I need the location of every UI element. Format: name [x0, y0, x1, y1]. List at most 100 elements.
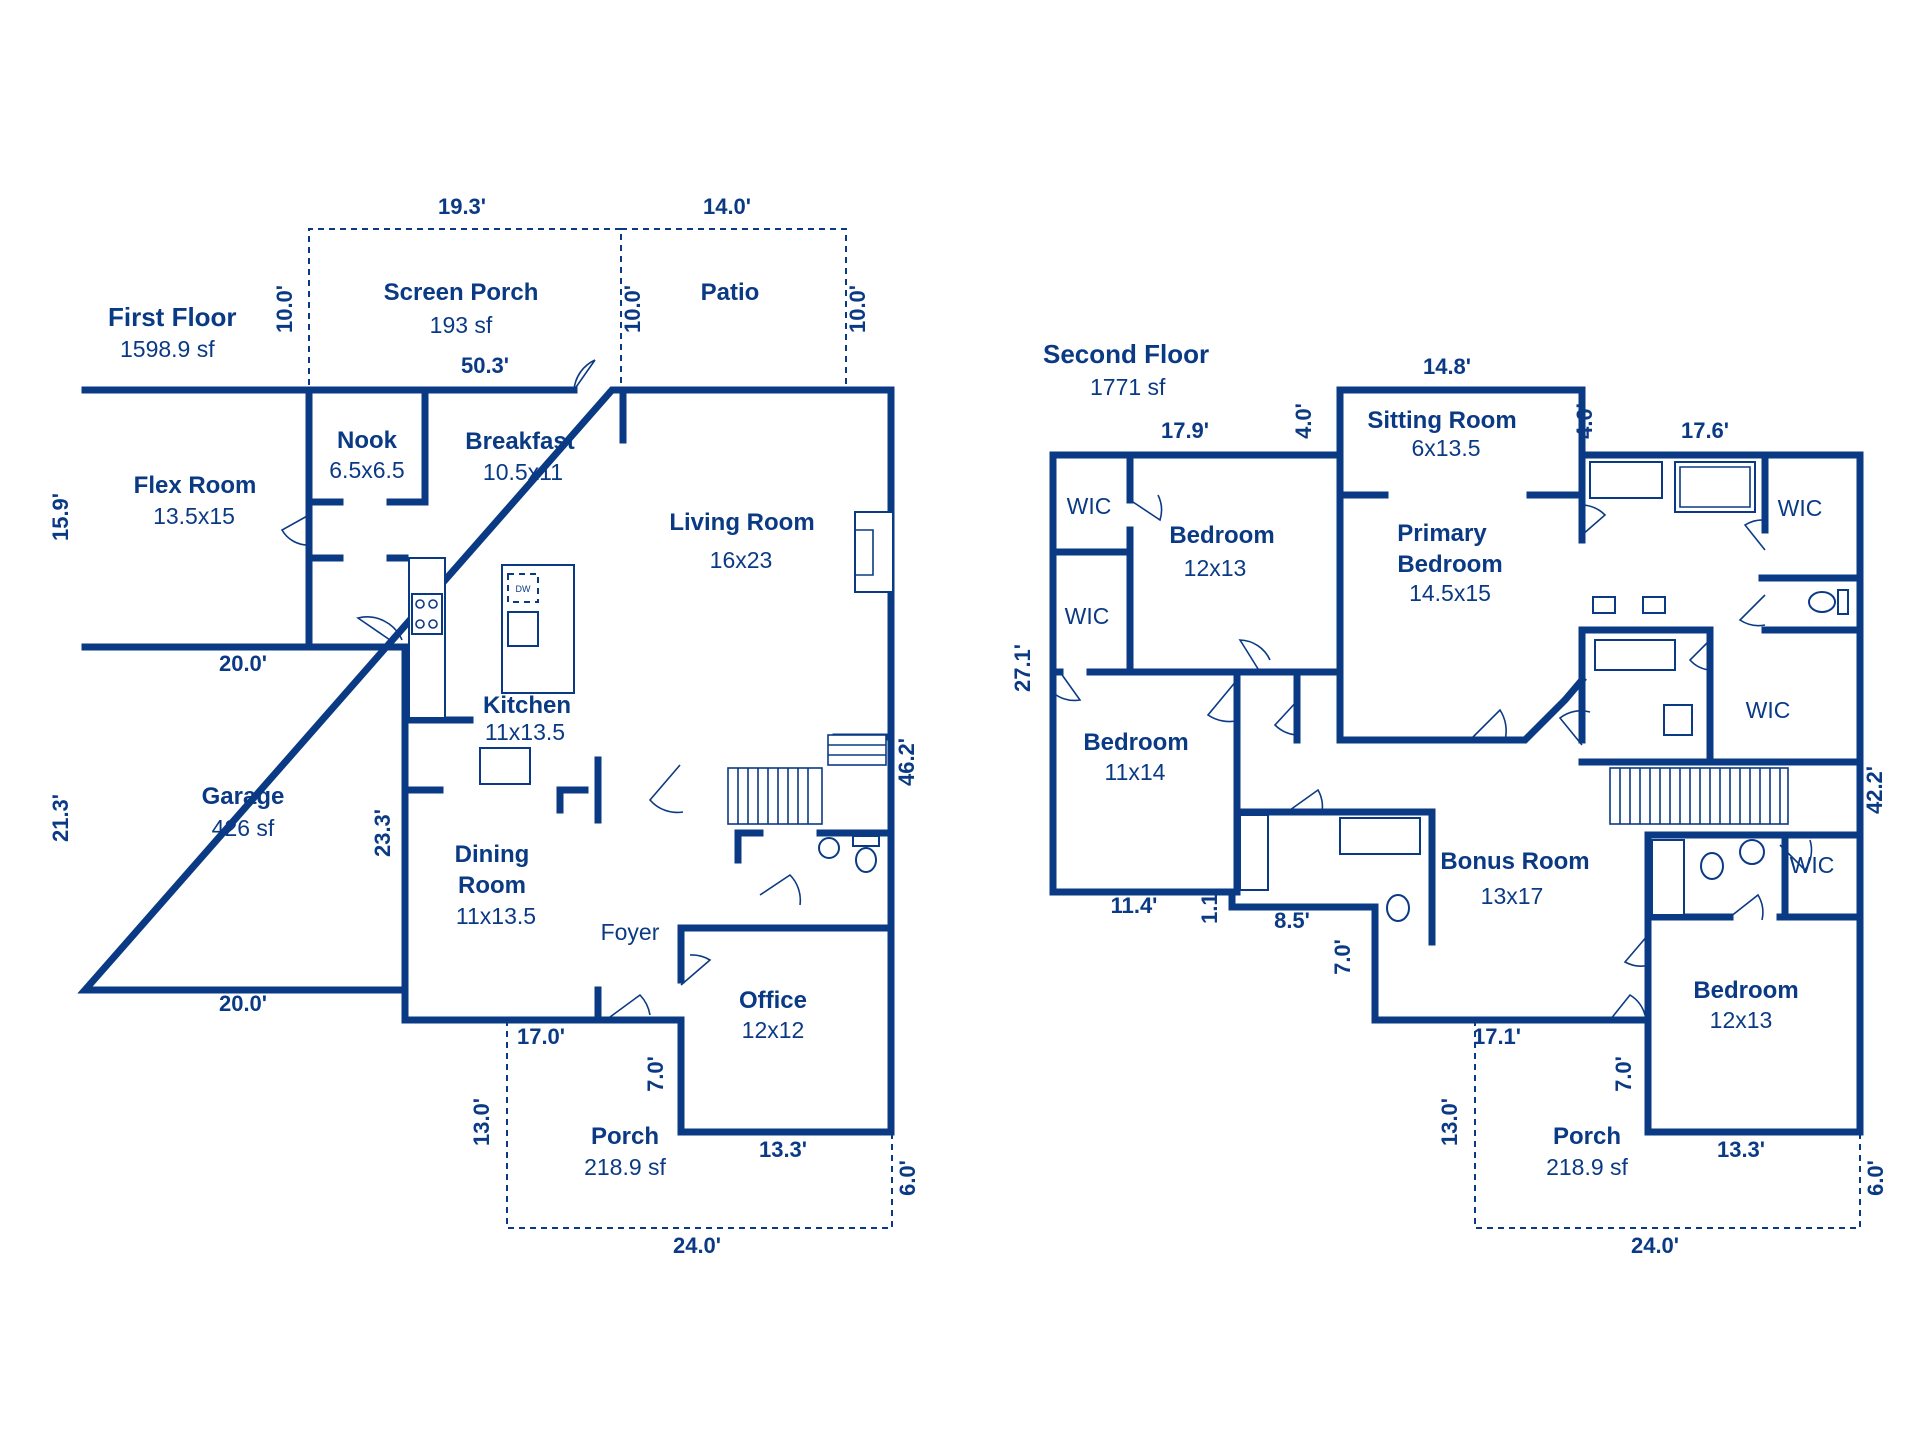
dim: 7.0': [643, 1056, 668, 1092]
room-patio: Patio: [701, 279, 760, 306]
shower: [1674, 461, 1756, 513]
hall-vanity: [1239, 814, 1269, 891]
dim: 17.1': [1473, 1024, 1521, 1049]
dim: 8.5': [1274, 908, 1310, 933]
dishwasher: [507, 573, 539, 603]
door-swing: [1238, 639, 1271, 673]
dim: 10.0': [272, 285, 297, 333]
burner: [415, 599, 425, 609]
bathtub-3: [1651, 839, 1685, 916]
dim: 6.0': [1863, 1160, 1888, 1196]
door-swing: [1623, 934, 1651, 967]
burner: [428, 599, 438, 609]
dim: 13.3': [759, 1137, 807, 1162]
interior-walls-first: [81, 386, 895, 1024]
room-bonus-size: 13x17: [1481, 883, 1544, 909]
dim: 27.1': [1010, 644, 1035, 692]
room-porch-2-size: 218.9 sf: [1546, 1154, 1628, 1180]
door-swing: [1688, 639, 1713, 671]
dim: 24.0': [1631, 1233, 1679, 1258]
screen-porch-outline: [308, 228, 622, 385]
door-swing: [1206, 679, 1241, 723]
door-swing: [1738, 594, 1766, 627]
floor-title: First Floor: [108, 302, 237, 332]
door-swing: [1581, 504, 1607, 536]
toilet-tank: [852, 835, 880, 847]
toilet-icon: [855, 847, 877, 873]
dim: 20.0': [219, 991, 267, 1016]
sink-icon: [1739, 839, 1765, 865]
room-dining-size: 11x13.5: [456, 903, 536, 929]
dim: 21.3': [48, 794, 73, 842]
dim: 14.0': [703, 194, 751, 219]
shower-tray: [1679, 466, 1751, 508]
room-primary-size: 14.5x15: [1409, 580, 1491, 606]
dim: 23.3': [370, 809, 395, 857]
room-wic: WIC: [1067, 493, 1112, 519]
room-flex: Flex Room: [134, 472, 257, 499]
room-bonus: Bonus Room: [1440, 848, 1589, 875]
room-office: Office: [739, 987, 807, 1014]
room-primary: Primary: [1397, 520, 1487, 547]
stairs-second: [1609, 767, 1789, 825]
dim: 1.1': [1197, 888, 1222, 924]
door-swing: [573, 359, 596, 391]
door-swing: [1273, 699, 1301, 736]
room-wic: WIC: [1790, 852, 1835, 878]
door-swing: [1469, 708, 1507, 741]
room-flex-size: 13.5x15: [153, 503, 235, 529]
room-sitting: Sitting Room: [1367, 407, 1516, 434]
door-swing: [759, 873, 802, 906]
burner: [428, 619, 438, 629]
room-kitchen-size: 11x13.5: [485, 719, 565, 745]
room-breakfast-size: 10.5x11: [483, 459, 563, 485]
dim: 11.4': [1111, 893, 1158, 918]
burner: [415, 619, 425, 629]
door-swing: [1743, 519, 1766, 551]
laundry-sink: [1663, 704, 1693, 736]
room-bedroom-2: Bedroom: [1083, 729, 1188, 756]
door-swing: [1729, 893, 1764, 921]
toilet-tank: [1837, 589, 1849, 615]
dim: 50.3': [461, 353, 509, 378]
door-swing: [1779, 839, 1813, 872]
range: [411, 593, 443, 635]
fireplace-hearth: [855, 529, 874, 576]
dishwasher-label: DW: [516, 584, 531, 594]
toilet-icon: [1808, 591, 1836, 613]
dim: 13.3': [1717, 1137, 1765, 1162]
room-kitchen: Kitchen: [483, 692, 571, 719]
dim: 17.0': [517, 1024, 565, 1049]
kitchen-counter: [408, 557, 446, 719]
bathtub: [1589, 461, 1663, 499]
room-dining: Dining: [455, 841, 530, 868]
sink-icon: [818, 837, 840, 859]
dim: 4.0': [1291, 403, 1316, 439]
room-wic: WIC: [1778, 495, 1823, 521]
room-living-size: 16x23: [710, 547, 773, 573]
vanity-sink: [1642, 596, 1666, 614]
dim: 7.0': [1330, 939, 1355, 975]
dim: 17.9': [1161, 418, 1209, 443]
room-wic: WIC: [1746, 697, 1791, 723]
room-bedroom-3: Bedroom: [1693, 977, 1798, 1004]
room-primary-line2: Bedroom: [1397, 551, 1502, 578]
interior-walls-second: [1049, 451, 1864, 1024]
room-breakfast: Breakfast: [465, 428, 574, 455]
door-swing: [356, 616, 403, 641]
patio-outline: [621, 228, 847, 385]
room-sitting-size: 6x13.5: [1411, 435, 1480, 461]
floor-area: 1598.9 sf: [120, 336, 215, 362]
bathtub-hall: [1339, 817, 1421, 855]
door-swing: [1609, 993, 1646, 1021]
kitchen-sink: [507, 611, 539, 647]
vanity-sink: [1592, 596, 1616, 614]
laundry-washer: [1594, 639, 1676, 671]
room-screen-porch: Screen Porch: [384, 279, 539, 306]
door-swing: [1129, 494, 1163, 522]
dim: 10.0': [620, 285, 645, 333]
fireplace: [854, 511, 894, 593]
dim: 13.0': [469, 1098, 494, 1146]
exterior-wall-second: [1049, 386, 1864, 1136]
